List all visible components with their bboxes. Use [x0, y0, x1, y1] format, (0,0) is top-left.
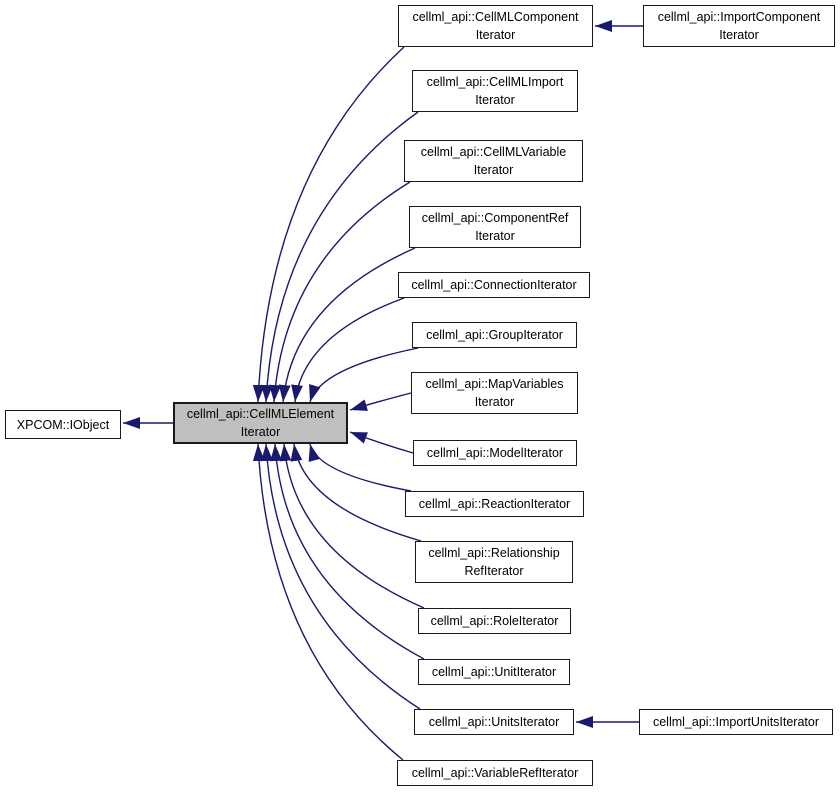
edge-variableref-to-element: [252, 443, 404, 761]
class-box-relationship-ref-iterator[interactable]: cellml_api::Relationship RefIterator: [415, 541, 573, 583]
edge-componentref-to-element: [278, 247, 416, 403]
class-box-cellml-variable-iterator[interactable]: cellml_api::CellMLVariable Iterator: [404, 140, 583, 182]
class-box-units-iterator[interactable]: cellml_api::UnitsIterator: [414, 709, 574, 735]
class-box-role-iterator[interactable]: cellml_api::RoleIterator: [418, 608, 571, 634]
class-box-cellml-import-iterator[interactable]: cellml_api::CellMLImport Iterator: [412, 70, 578, 112]
edge-cellmlimport-to-element: [260, 111, 419, 403]
class-box-connection-iterator[interactable]: cellml_api::ConnectionIterator: [398, 272, 590, 298]
edge-role-to-element: [279, 443, 425, 609]
class-box-group-iterator[interactable]: cellml_api::GroupIterator: [412, 322, 577, 348]
edge-relationshipref-to-element: [290, 443, 422, 542]
edge-connection-to-element: [291, 297, 405, 403]
class-box-reaction-iterator[interactable]: cellml_api::ReactionIterator: [405, 491, 584, 517]
edge-model-to-element: [349, 431, 414, 454]
class-box-import-units-iterator[interactable]: cellml_api::ImportUnitsIterator: [639, 709, 833, 735]
edge-reaction-to-element: [308, 443, 412, 492]
class-box-variable-ref-iterator[interactable]: cellml_api::VariableRefIterator: [397, 760, 593, 786]
edge-variable-to-element: [269, 181, 411, 403]
class-box-model-iterator[interactable]: cellml_api::ModelIterator: [413, 440, 577, 466]
edge-units-to-element: [261, 443, 421, 710]
edge-group-to-element: [309, 347, 419, 403]
class-box-cellml-element-iterator-current: cellml_api::CellMLElement Iterator: [173, 402, 348, 444]
class-box-cellml-component-iterator[interactable]: cellml_api::CellMLComponent Iterator: [398, 5, 593, 47]
class-box-unit-iterator[interactable]: cellml_api::UnitIterator: [418, 659, 570, 685]
class-box-xpcom-iobject[interactable]: XPCOM::IObject: [5, 410, 121, 439]
class-box-map-variables-iterator[interactable]: cellml_api::MapVariables Iterator: [411, 372, 578, 414]
edge-unit-to-element: [270, 443, 425, 660]
edge-mapvariables-to-element: [349, 392, 412, 411]
class-box-component-ref-iterator[interactable]: cellml_api::ComponentRef Iterator: [409, 206, 581, 248]
class-box-import-component-iterator[interactable]: cellml_api::ImportComponent Iterator: [643, 5, 835, 47]
edge-component-to-element: [252, 46, 405, 403]
